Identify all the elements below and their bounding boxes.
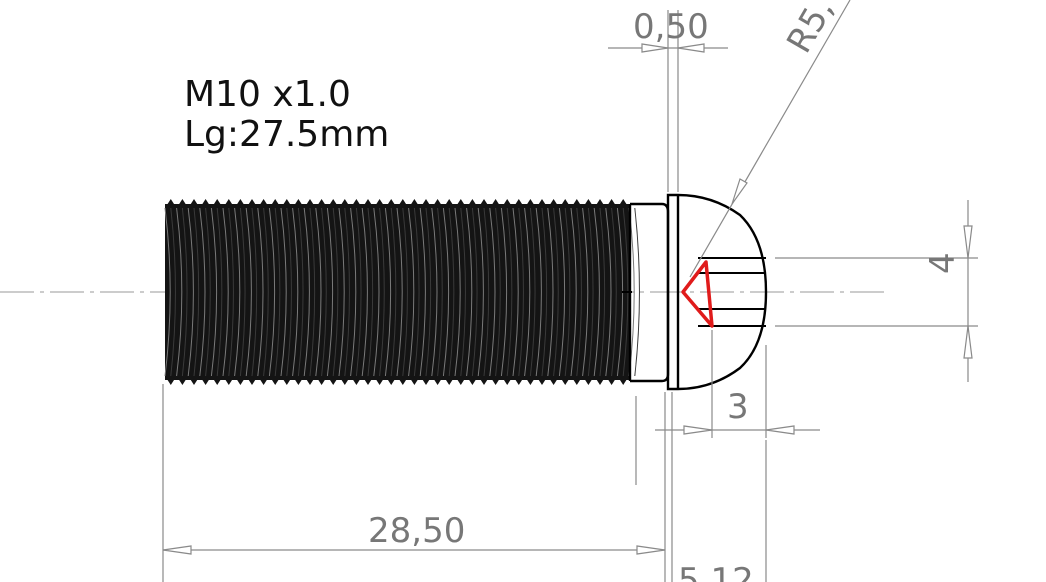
thread-helix-line (611, 207, 617, 377)
thread-helix-line (466, 207, 473, 377)
thread-helix-line (257, 207, 264, 377)
thread-helix-line (268, 207, 276, 377)
thread-helix-line (524, 207, 531, 377)
height-label: 4 (923, 252, 963, 274)
thread-helix-line (164, 207, 171, 377)
thread-helix-line (187, 207, 194, 377)
thread-helix-line (506, 207, 513, 377)
thread-helix-line (634, 207, 640, 377)
slot-label: 3 (727, 387, 749, 427)
thread-helix-line (541, 207, 548, 377)
thread-helix-line (344, 207, 350, 377)
thread-helix-line (431, 207, 438, 377)
thread-helix-line (321, 207, 327, 377)
thread-helix-line (251, 207, 258, 377)
thread-helix-line (460, 207, 466, 377)
thread-helix-line (587, 207, 594, 377)
thread-helix-line (239, 207, 246, 377)
thread-helix-line (489, 207, 496, 377)
thread-helix-line (495, 207, 501, 377)
slot-dimension: 3 (655, 330, 820, 438)
thread-helix-line (315, 207, 322, 377)
thread-helix-line (332, 207, 339, 377)
thread-helix-line (576, 207, 582, 377)
thread-helix-line (529, 207, 536, 377)
thread-helix-line (437, 207, 443, 377)
thread-length-label: 28,50 (368, 511, 465, 551)
thread-helix-line (477, 207, 484, 377)
thread-helix-line (309, 207, 316, 377)
thread-helix-line (205, 207, 211, 377)
thread-helix-line (199, 207, 206, 377)
thread-helix-line (408, 207, 415, 377)
thread-helix-line (593, 207, 600, 377)
thread-helix-line (367, 207, 374, 377)
radius-dimension: R5, (689, 0, 851, 278)
domed-tip (666, 193, 768, 391)
thread-helix-line (413, 207, 420, 377)
thread-helix-line (280, 207, 287, 377)
thread-helix-line (216, 207, 223, 377)
thread-helix-line (547, 207, 554, 377)
thread-pattern (164, 207, 640, 377)
thread-helix-line (292, 207, 299, 377)
thread-helix-line (402, 207, 408, 377)
thread-helix-line (355, 207, 362, 377)
thread-helix-line (245, 207, 252, 377)
thread-helix-line (379, 207, 385, 377)
thread-helix-line (419, 207, 426, 377)
thread-helix-line (471, 207, 478, 377)
tip-outline (666, 193, 768, 391)
thread-helix-line (193, 207, 200, 377)
thread-helix-line (210, 207, 218, 377)
thread-helix-line (263, 207, 269, 377)
thread-helix-line (553, 207, 559, 377)
thread-helix-line (570, 207, 577, 377)
thread-helix-line (442, 207, 450, 377)
thread-helix-line (396, 207, 403, 377)
thread-helix-line (558, 207, 566, 377)
thread-helix-line (564, 207, 571, 377)
thread-helix-line (373, 207, 380, 377)
thread-helix-line (361, 207, 368, 377)
length-spec-text: Lg:27.5mm (184, 114, 389, 155)
thread-helix-line (176, 207, 183, 377)
thread-helix-line (286, 207, 292, 377)
thread-helix-line (181, 207, 188, 377)
thread-helix-line (535, 207, 542, 377)
thread-helix-line (228, 207, 234, 377)
thread-helix-line (234, 207, 241, 377)
thread-helix-line (605, 207, 612, 377)
height-dimension: 4 (775, 200, 978, 382)
thread-spec-text: M10 x1.0 (184, 74, 351, 115)
thread-helix-line (512, 207, 519, 377)
threaded-shaft (164, 199, 640, 385)
thread-helix-line (326, 207, 334, 377)
tip-length-label: 5,12 (678, 561, 754, 582)
highlight-triangle (681, 260, 714, 328)
thread-helix-line (303, 207, 310, 377)
thread-helix-line (483, 207, 490, 377)
thread-helix-line (222, 207, 229, 377)
gap-dimension: 0,50 (608, 7, 728, 192)
thread-length-dimension: 28,50 (162, 384, 666, 582)
thread-helix-line (518, 207, 524, 377)
thread-helix-line (297, 207, 304, 377)
thread-helix-line (338, 207, 345, 377)
thread-helix-line (500, 207, 508, 377)
thread-helix-line (274, 207, 281, 377)
thread-helix-line (599, 207, 606, 377)
thread-helix-line (384, 207, 392, 377)
thread-body (165, 204, 630, 380)
thread-helix-line (454, 207, 461, 377)
gap-label: 0,50 (633, 7, 709, 47)
thread-helix-line (582, 207, 589, 377)
thread-helix-line (390, 207, 397, 377)
tip-length-dimension: 5,12 (671, 392, 767, 582)
thread-helix-line (350, 207, 357, 377)
thread-helix-line (448, 207, 455, 377)
thread-helix-line (170, 207, 176, 377)
thread-helix-line (425, 207, 432, 377)
